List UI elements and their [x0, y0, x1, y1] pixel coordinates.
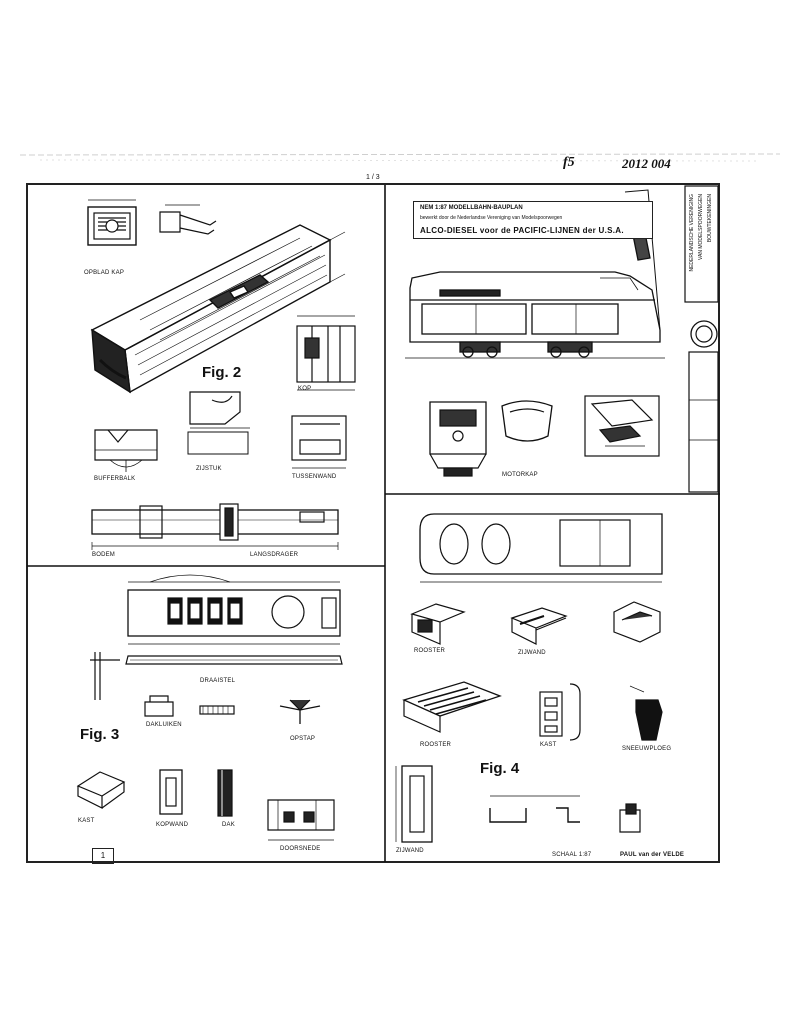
fig2-front-view: [87, 199, 137, 246]
handwritten-mark: f5: [563, 155, 575, 170]
title-line-2: bewerkt door de Nederlandse Vereniging v…: [420, 215, 563, 221]
fig3-strip: [90, 652, 343, 700]
label-zijwand: ZIJWAND: [518, 650, 546, 656]
label-dakluiken: DAKLUIKEN: [146, 722, 182, 728]
drawing-number: 2012 004: [622, 156, 671, 171]
fig3-parts-row2: [76, 769, 335, 841]
side-strip: NEDERLANDSCHE VERENIGING VAN MODELSPOORW…: [685, 186, 718, 486]
fig2-coupler-detail: [159, 204, 217, 235]
label-bodem: BODEM: [92, 552, 116, 558]
fig4-parts-row2: [402, 681, 663, 741]
fig2-cab-detail: [187, 391, 250, 455]
label-kast: KAST: [78, 818, 95, 824]
label-zijstuk: ZIJSTUK: [196, 466, 222, 472]
loco-nose-detail: [501, 400, 553, 442]
title-line-3: ALCO-DIESEL voor de PACIFIC-LIJNEN der U…: [420, 226, 624, 235]
label-dak: DAK: [222, 822, 235, 828]
label-draaistel: DRAAISTEL: [200, 678, 236, 684]
figure-label-3: Fig. 3: [80, 726, 120, 743]
side-strip-line-1: NEDERLANDSCHE VERENIGING: [689, 194, 695, 272]
label-opstap: OPSTAP: [290, 736, 316, 742]
fig4-parts-row3: [395, 765, 641, 843]
loco-cab-isometric: [584, 395, 660, 457]
fig3-top-plate: [127, 574, 341, 645]
loco-seal: [690, 320, 718, 348]
side-strip-frame: [684, 185, 719, 493]
fig2-tussenwand: [291, 415, 347, 469]
label-langsdrager: LANGSDRAGER: [250, 552, 299, 558]
label-signature: PAUL van der VELDE: [620, 852, 685, 858]
label-doorsnede: DOORSNEDE: [280, 846, 321, 852]
fig2-side-profile: [296, 315, 356, 391]
label-kop: KOP: [298, 386, 312, 392]
fig2-underframe: [91, 503, 339, 550]
sheet-number-box: 1: [92, 848, 114, 864]
label-rooster: ROOSTER: [414, 648, 446, 654]
label-motorkap: MOTORKAP: [502, 472, 538, 478]
label-kopwand: KOPWAND: [156, 822, 189, 828]
fig2-body-isometric: [90, 224, 346, 394]
side-strip-line-2: VAN MODELSPOORWEGEN: [698, 194, 704, 260]
label-front-view: OPBLAD KAP: [84, 270, 125, 276]
label-rooster-2: ROOSTER: [420, 742, 452, 748]
loco-side-view: [405, 189, 665, 359]
drawing-sheet: [26, 183, 720, 863]
label-zijwand-2: ZIJWAND: [396, 848, 424, 854]
figure-label-4: Fig. 4: [480, 760, 520, 777]
page-mark: 1 / 3: [366, 174, 380, 181]
side-strip-line-3: BOUWTEKENINGEN: [707, 194, 713, 243]
fig4-floor-plan: [419, 513, 663, 583]
fig4-parts-row1: [410, 601, 661, 645]
label-schaal: SCHAAL 1:87: [552, 852, 592, 858]
loco-front-view: [429, 401, 487, 477]
figure-label-2: Fig. 2: [202, 364, 242, 381]
title-block: NEM 1:87 MODELLBAHN-BAUPLAN bewerkt door…: [413, 201, 653, 239]
fig2-bufferbeam: [94, 429, 158, 472]
label-bufferbalk: BUFFERBALK: [94, 476, 136, 482]
scan-artifact: [0, 150, 800, 164]
fig3-parts-row1: [144, 695, 321, 724]
label-tussenwand: TUSSENWAND: [292, 474, 337, 480]
title-line-1: NEM 1:87 MODELLBAHN-BAUPLAN: [420, 205, 523, 211]
label-sneeuwploeg: SNEEUWPLOEG: [622, 746, 672, 752]
label-kast-2: KAST: [540, 742, 557, 748]
